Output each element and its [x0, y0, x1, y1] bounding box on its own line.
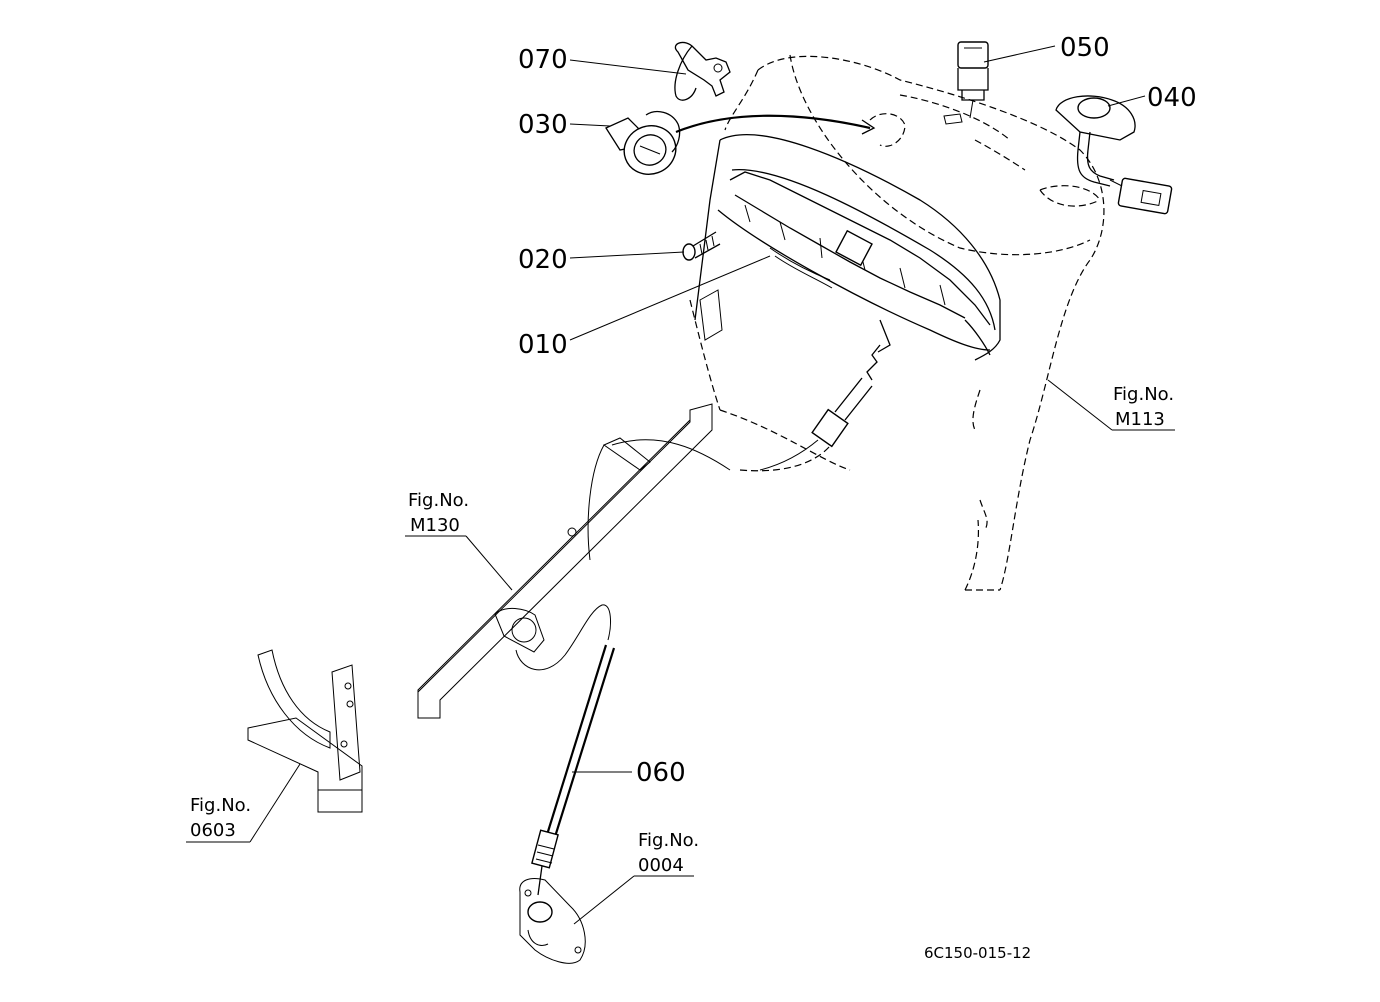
fig-ref-m113-prefix: Fig.No. — [1113, 384, 1174, 405]
fig-ref-0004-number: 0004 — [638, 855, 684, 876]
fig-ref-m130-number: M130 — [410, 515, 460, 536]
fig-ref-m113-number: M113 — [1115, 409, 1165, 430]
drive-flange-drawing — [519, 878, 586, 964]
part-label-050: 050 — [1060, 33, 1110, 63]
fig-ref-0004-prefix: Fig.No. — [638, 830, 699, 851]
screw-drawing — [682, 231, 721, 261]
leader-lines — [186, 45, 1175, 925]
meter-panel-drawing — [694, 134, 1001, 361]
dash-panel-housing — [689, 54, 1105, 591]
part-number-labels: 070 030 020 010 050 040 060 — [518, 33, 1197, 788]
part-label-030: 030 — [518, 110, 568, 140]
part-label-060: 060 — [636, 758, 686, 788]
part-label-040: 040 — [1147, 83, 1197, 113]
speedometer-cable-drawing — [531, 644, 616, 896]
figure-reference-labels: Fig.No. M113 Fig.No. M130 Fig.No. 0603 F… — [190, 384, 1174, 876]
bracket-arm-drawing — [417, 403, 731, 719]
lever-bracket-drawing — [247, 649, 363, 813]
starter-switch-drawing — [605, 110, 876, 175]
switch-040-drawing — [1055, 95, 1173, 215]
fig-ref-m130-prefix: Fig.No. — [408, 490, 469, 511]
fig-ref-0603-prefix: Fig.No. — [190, 795, 251, 816]
drawing-code: 6C150-015-12 — [924, 944, 1031, 962]
fig-ref-0603-number: 0603 — [190, 820, 236, 841]
part-label-020: 020 — [518, 245, 568, 275]
switch-050-drawing — [943, 41, 989, 125]
key-drawing — [674, 41, 731, 101]
part-label-070: 070 — [518, 45, 568, 75]
tacho-drive-shaft — [759, 344, 881, 471]
part-label-010: 010 — [518, 330, 568, 360]
